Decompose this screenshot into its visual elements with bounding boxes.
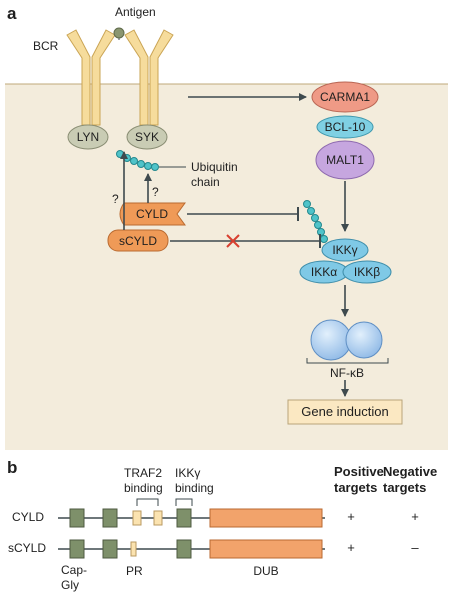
ikk-gamma-label: IKKγ (332, 243, 358, 257)
cyld-negative-value: + (411, 509, 419, 524)
cyld-traf2-site-1 (132, 510, 142, 526)
cyld-domain-map (58, 508, 325, 528)
scyld-domain-map (58, 539, 325, 559)
ubiquitin-chain-label: Ubiquitin chain (191, 160, 238, 189)
cap-gly-label: Cap- Gly (61, 563, 88, 592)
cyld-row-label: CYLD (12, 510, 45, 524)
antigen-bead (113, 27, 125, 39)
ikk-beta-label: IKKβ (353, 265, 381, 279)
malt1-protein (315, 140, 375, 180)
gene-induction-label: Gene induction (301, 404, 389, 419)
positive-targets-header: Positive targets (334, 464, 384, 495)
scyld-row-label: sCYLD (8, 541, 47, 555)
scyld-cap-gly-domain-2 (102, 539, 118, 559)
pr-label: PR (126, 564, 143, 578)
scyld-cap-gly-domain-1 (69, 539, 85, 559)
lyn-kinase (67, 124, 109, 150)
blocked-inhibition-x-icon (226, 234, 240, 248)
bcl10-label: BCL-10 (324, 120, 366, 134)
scyld-cap-gly-domain-3 (176, 539, 192, 559)
ubiquitin-chain-lyn (116, 150, 159, 171)
bcl10-protein (316, 115, 374, 139)
malt1-label: MALT1 (326, 153, 364, 167)
negative-targets-header: Negative targets (383, 464, 438, 495)
syk-kinase (126, 124, 168, 150)
scyld-positive-value: + (347, 540, 355, 555)
antigen-label: Antigen (115, 5, 156, 19)
cyld-cap-gly-domain-1 (69, 508, 85, 528)
cyld-cap-gly-domain-3 (176, 508, 192, 528)
question-mark-lyn: ? (112, 192, 119, 206)
traf2-binding-bracket (136, 498, 159, 506)
nfkb-label: NF-κB (330, 366, 364, 380)
lyn-label: LYN (76, 130, 100, 144)
ikk-gamma-binding-bracket (175, 498, 193, 506)
ubiquitin-chain-ikk (303, 200, 328, 243)
carma1-protein (311, 81, 379, 113)
syk-label: SYK (134, 130, 160, 144)
ikk-alpha-label: IKKα (310, 265, 338, 279)
traf2-binding-label: TRAF2 binding (124, 466, 163, 495)
panel-b-label: b (7, 458, 18, 477)
question-mark-ubiquitin: ? (152, 185, 159, 199)
nfkb-subunit-left (310, 319, 352, 361)
cyld-cap-gly-domain-2 (102, 508, 118, 528)
ikk-beta-subunit (342, 260, 392, 284)
nfkb-subunit-right (345, 321, 383, 359)
cyld-dub-domain (209, 508, 323, 528)
ikk-gamma-subunit (321, 238, 369, 262)
cyld-protein (119, 202, 186, 226)
dub-label: DUB (253, 564, 279, 578)
scyld-pr-site (130, 541, 137, 557)
scyld-protein (107, 229, 169, 252)
scyld-label: sCYLD (118, 234, 158, 248)
cyld-traf2-site-2 (153, 510, 163, 526)
scyld-negative-value: – (411, 540, 419, 555)
carma1-label: CARMA1 (319, 90, 371, 104)
bcr-label: BCR (33, 39, 59, 53)
cyld-label: CYLD (135, 207, 169, 221)
cyld-positive-value: + (347, 509, 355, 524)
nfkb-bracket (306, 358, 389, 364)
scyld-dub-domain (209, 539, 323, 559)
ikk-gamma-binding-label: IKKγ binding (175, 466, 214, 495)
panel-a-label: a (7, 4, 17, 23)
gene-induction-box (287, 399, 403, 425)
